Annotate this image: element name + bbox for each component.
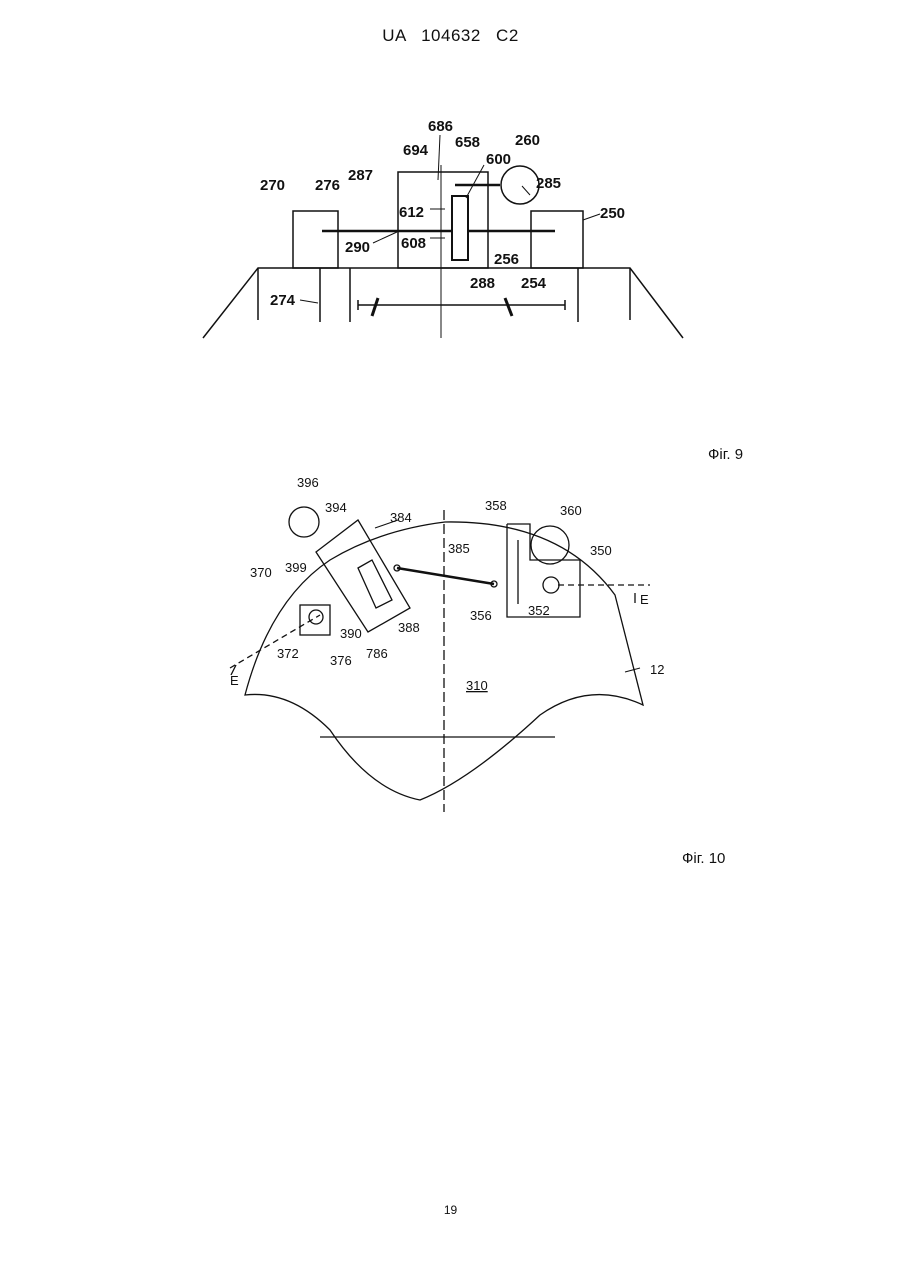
- fig10-label-356: 356: [470, 608, 492, 623]
- fig10-label-350: 350: [590, 543, 612, 558]
- fig10-label-12: 12: [650, 662, 664, 677]
- fig10-label-394: 394: [325, 500, 347, 515]
- fig10-label-372: 372: [277, 646, 299, 661]
- fig10-label-e-left: E: [230, 673, 239, 688]
- fig10-label-388: 388: [398, 620, 420, 635]
- fig10-label-376: 376: [330, 653, 352, 668]
- figure-10-caption: Фіг. 10: [682, 850, 725, 867]
- fig10-label-310: 310: [466, 678, 488, 693]
- fig10-label-352: 352: [528, 603, 550, 618]
- fig10-label-358: 358: [485, 498, 507, 513]
- fig10-label-396: 396: [297, 475, 319, 490]
- fig10-label-370: 370: [250, 565, 272, 580]
- fig10-label-385: 385: [448, 541, 470, 556]
- fig10-label-399: 399: [285, 560, 307, 575]
- fig10-label-786: 786: [366, 646, 388, 661]
- page-number: 19: [0, 1203, 901, 1217]
- fig10-label-360: 360: [560, 503, 582, 518]
- figure-10-drawing: 396 394 384 358 360 385 350 370 399 356 …: [0, 0, 901, 870]
- fig10-label-384: 384: [390, 510, 412, 525]
- fig10-label-e-right: E: [640, 592, 649, 607]
- fig10-label-390: 390: [340, 626, 362, 641]
